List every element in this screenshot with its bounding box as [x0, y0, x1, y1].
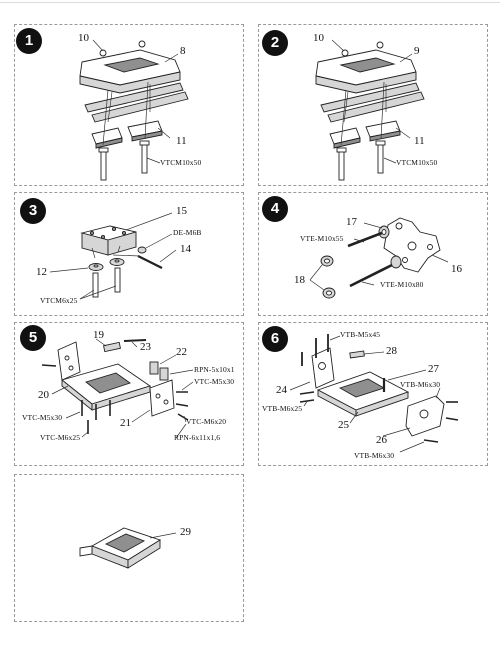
part-code: VTB-M6x30 — [400, 380, 441, 389]
part-code: VTC-M6x20 — [186, 417, 227, 426]
part-label: 16 — [451, 263, 462, 275]
part-label: 25 — [338, 419, 349, 431]
part-label: 8 — [180, 45, 186, 57]
part-code: VTC-M5x30 — [194, 377, 235, 386]
part-code: VTE-M10x80 — [380, 280, 424, 289]
panel-1 — [14, 24, 244, 186]
part-code: VTC-M6x25 — [40, 433, 81, 442]
part-label: 12 — [36, 266, 47, 278]
part-label: 10 — [78, 32, 89, 44]
part-label: 29 — [180, 526, 191, 538]
part-code: VTC-M5x30 — [22, 413, 63, 422]
part-code: VTB-M6x30 — [354, 451, 395, 460]
part-label: 10 — [313, 32, 324, 44]
part-code: VTB-M6x25 — [262, 404, 303, 413]
part-label: 20 — [38, 389, 49, 401]
step-badge-4: 4 — [262, 196, 288, 222]
part-code: RPN-6x11x1,6 — [174, 433, 221, 442]
part-label: 22 — [176, 346, 187, 358]
step-badge-2: 2 — [262, 30, 288, 56]
step-badge-1: 1 — [16, 28, 42, 54]
step-badge-3: 3 — [20, 198, 46, 224]
part-label: 9 — [414, 45, 420, 57]
part-code: VTB-M5x45 — [340, 330, 381, 339]
part-code: VTE-M10x55 — [300, 234, 344, 243]
part-label: 18 — [294, 274, 305, 286]
top-divider — [0, 2, 500, 3]
part-label: 11 — [176, 135, 187, 147]
part-code: VTCM6x25 — [40, 296, 78, 305]
part-code: VTCM10x50 — [160, 158, 202, 167]
part-label: 11 — [414, 135, 425, 147]
part-label: 24 — [276, 384, 287, 396]
part-label: 15 — [176, 205, 187, 217]
part-label: 26 — [376, 434, 387, 446]
part-label: 17 — [346, 216, 357, 228]
part-label: 14 — [180, 243, 191, 255]
part-code: RPN-5x10x1 — [194, 365, 235, 374]
panel-4 — [258, 192, 488, 316]
part-label: 27 — [428, 363, 439, 375]
part-label: 21 — [120, 417, 131, 429]
part-label: 23 — [140, 341, 151, 353]
part-label: 28 — [386, 345, 397, 357]
part-code: DE-M6B — [173, 228, 202, 237]
panel-3 — [14, 192, 244, 316]
part-label: 19 — [93, 329, 104, 341]
step-badge-6: 6 — [262, 326, 288, 352]
step-badge-5: 5 — [20, 325, 46, 351]
part-code: VTCM10x50 — [396, 158, 438, 167]
panel-7 — [14, 474, 244, 622]
